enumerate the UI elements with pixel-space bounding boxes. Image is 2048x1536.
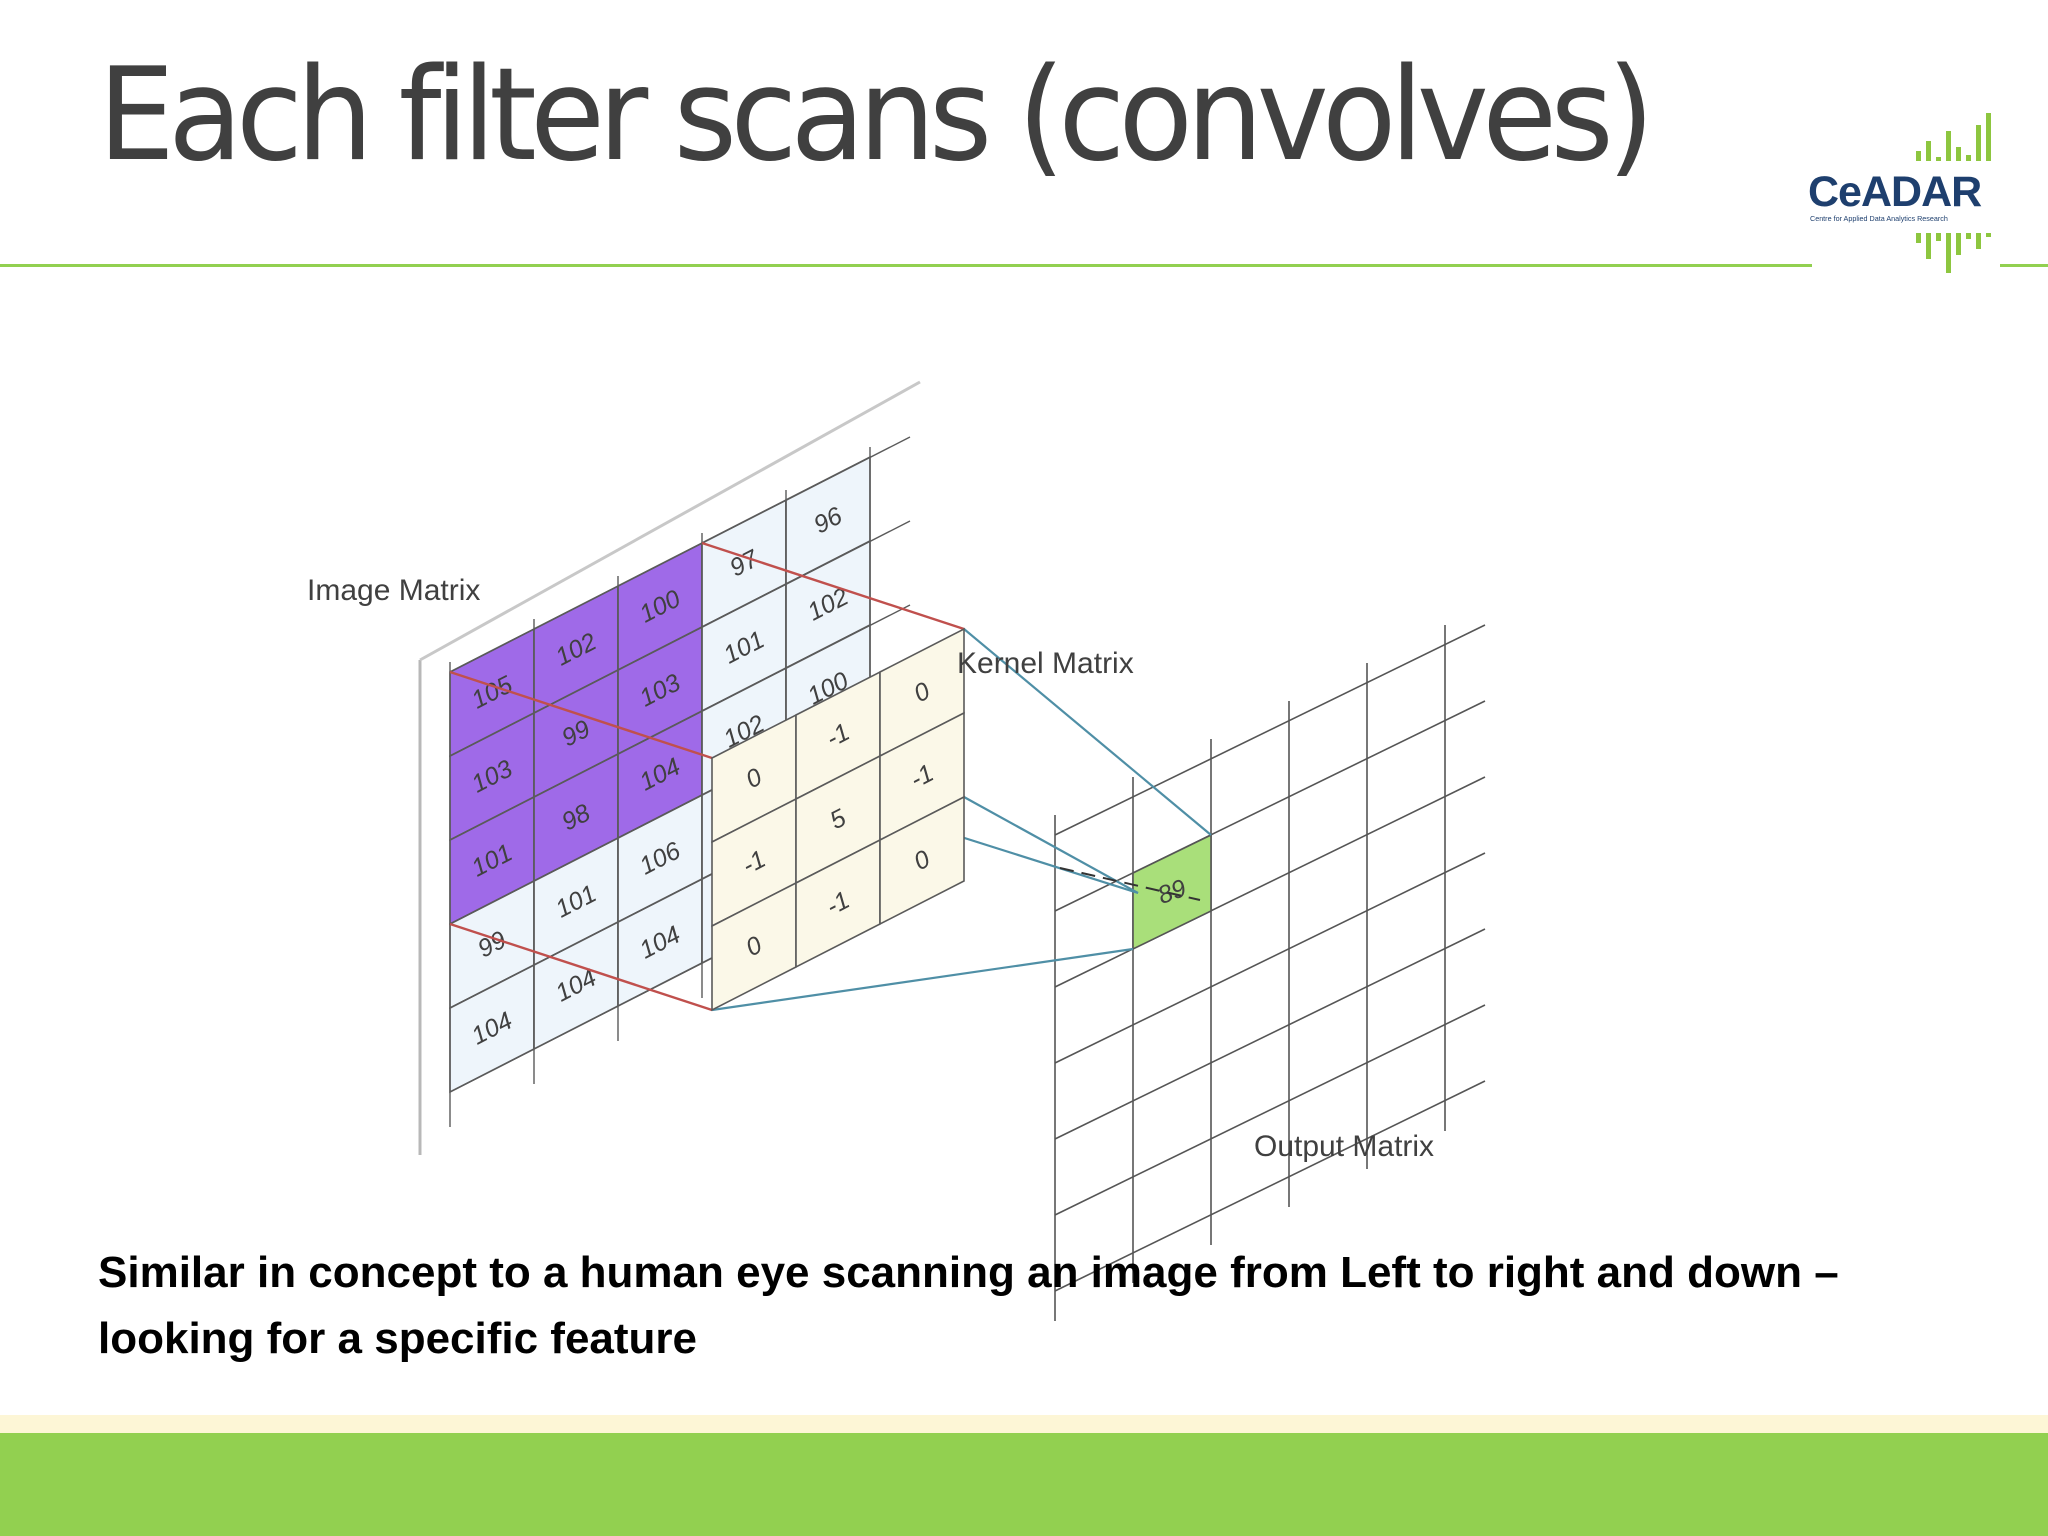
image-grid-line: [449, 604, 911, 841]
logo-bars-bottom: [1916, 233, 1991, 273]
output-grid-line: [1054, 852, 1486, 1064]
image-grid-line: [449, 520, 911, 757]
output-grid-line: [1054, 624, 1486, 836]
image-grid-line: [449, 436, 911, 673]
output-matrix-label: Output Matrix: [1254, 1130, 1434, 1163]
diagram-labels: Image Matrix Kernel Matrix Output Matrix: [307, 574, 1434, 1163]
projection-line-dashed: [1059, 867, 1201, 901]
kernel-matrix: 0-10-15-10-10: [711, 627, 965, 1012]
projection-line-red: [449, 922, 713, 1012]
output-grid-line: [1054, 928, 1486, 1140]
output-grid-line: [1054, 1004, 1486, 1216]
title-divider: [0, 264, 1812, 267]
title-divider-right: [2000, 264, 2048, 267]
projection-line-red: [701, 541, 965, 631]
output-grid-line: [1054, 776, 1486, 988]
footer-band-cream: [0, 1415, 2048, 1435]
kernel-matrix-label: Kernel Matrix: [957, 647, 1134, 680]
projection-line-teal: [711, 947, 1134, 1012]
logo-bars-top: [1916, 113, 1991, 161]
projection-line-red: [449, 670, 713, 760]
caption-line-2: looking for a specific feature: [98, 1314, 698, 1363]
image-panel-top-edge: [419, 380, 921, 662]
footer-band-green: [0, 1433, 2048, 1536]
output-cell-highlighted: [1132, 833, 1212, 951]
projection-line-teal: [963, 796, 1139, 894]
kernel-cell: [879, 795, 965, 926]
projection-line-teal: [963, 628, 1212, 836]
slide-title: Each filter scans (convolves): [98, 41, 1655, 190]
output-matrix: 89: [1054, 624, 1486, 1321]
output-grid-line: [1054, 1080, 1486, 1292]
logo-wordmark: CeADAR: [1808, 168, 1982, 216]
image-matrix-label: Image Matrix: [307, 574, 480, 607]
slide-caption: Similar in concept to a human eye scanni…: [98, 1240, 2048, 1372]
ceadar-logo: CeADAR Centre for Applied Data Analytics…: [1808, 113, 1991, 273]
output-grid-line: [1054, 700, 1486, 912]
caption-line-1: Similar in concept to a human eye scanni…: [98, 1248, 1839, 1297]
logo-tagline: Centre for Applied Data Analytics Resear…: [1810, 214, 1948, 223]
